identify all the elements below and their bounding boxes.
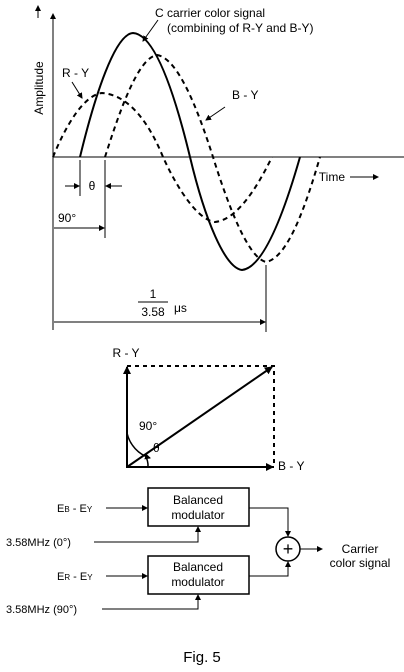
osc-90-line: [102, 594, 201, 610]
vector-theta-label: θ: [153, 441, 160, 455]
modulator-bottom-line2: modulator: [171, 575, 224, 589]
carrier-label-line2: (combining of R-Y and B-Y): [167, 21, 314, 35]
osc-90-label: 3.58MHz (90°): [6, 604, 77, 616]
sum-symbol: +: [283, 539, 294, 559]
modulator-top-line2: modulator: [171, 508, 224, 522]
carrier-label-line1: C carrier color signal: [155, 6, 265, 20]
input-er-ey: ER - EY: [57, 571, 93, 583]
carrier-vector: [126, 366, 273, 468]
r-y-pointer: [71, 81, 83, 99]
period-denominator: 3.58: [141, 305, 165, 319]
vector-ninety-label: 90°: [139, 419, 157, 433]
period-numerator: 1: [150, 287, 157, 301]
modulator-top-line1: Balanced: [173, 493, 223, 507]
modulator-bottom-line1: Balanced: [173, 560, 223, 574]
osc-0-line: [94, 526, 201, 543]
carrier-pointer: [142, 19, 159, 42]
theta-label: θ: [89, 179, 96, 193]
balanced-modulator-top: [147, 487, 250, 527]
figure-caption: Fig. 5: [183, 649, 221, 666]
amplitude-label: Amplitude: [32, 61, 46, 115]
carrier-waveform: [79, 31, 301, 272]
bottom-to-sum: [249, 561, 291, 577]
r-y-waveform: [52, 91, 273, 224]
output-line1: Carrier: [342, 542, 379, 556]
waveform-diagram: Amplitude Time C carrier color signal (c…: [32, 5, 404, 332]
block-diagram: Balanced modulator Balanced modulator EB…: [6, 487, 391, 616]
vector-r-y-label: R - Y: [112, 346, 139, 360]
ninety-arc: [126, 432, 151, 460]
period-unit: μs: [174, 301, 187, 315]
osc-0-label: 3.58MHz (0°): [6, 537, 71, 549]
b-y-pointer: [205, 106, 226, 121]
theta-arc: [144, 454, 149, 468]
r-y-label: R - Y: [62, 66, 89, 80]
balanced-modulator-bottom: [147, 555, 250, 595]
input-eb-ey: EB - EY: [57, 503, 93, 515]
output-line2: color signal: [330, 556, 391, 570]
top-to-sum: [249, 507, 291, 537]
ninety-label: 90°: [58, 211, 76, 225]
time-label: Time: [319, 170, 346, 184]
b-y-waveform: [104, 53, 321, 264]
vector-b-y-label: B - Y: [278, 459, 304, 473]
b-y-label: B - Y: [232, 88, 258, 102]
vector-diagram: R - Y B - Y 90° θ: [112, 346, 304, 473]
